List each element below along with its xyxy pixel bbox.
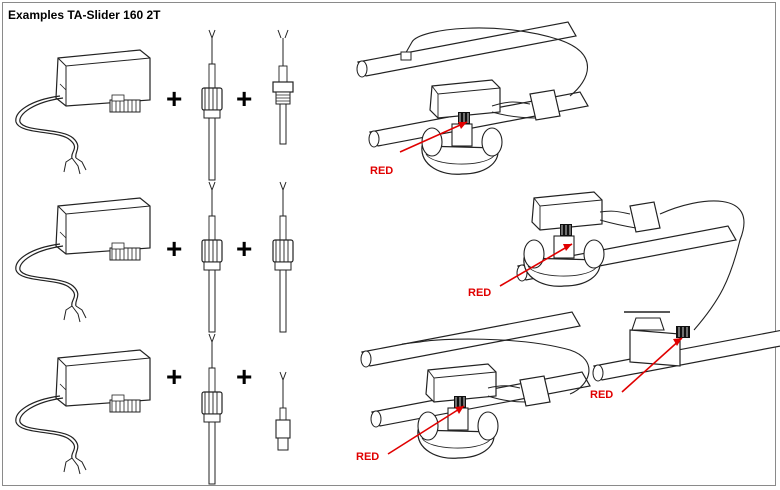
connection-cable xyxy=(487,385,527,403)
plus-sign: + xyxy=(166,233,182,264)
sensor-cable xyxy=(659,200,745,331)
red-callout-label: RED xyxy=(468,287,491,299)
actuator-illustration xyxy=(15,197,151,323)
cable-gland-sensor xyxy=(201,29,223,181)
red-arrowhead xyxy=(455,406,464,414)
diagram-title: Examples TA-Slider 160 2T xyxy=(8,8,161,22)
red-callout-label: RED xyxy=(590,389,613,401)
cable-gland-sensor xyxy=(201,181,223,333)
cable-gland-sensor xyxy=(201,333,223,485)
row-1: + + RED xyxy=(15,21,589,181)
plus-sign: + xyxy=(236,83,252,114)
red-arrowhead xyxy=(563,244,572,251)
threaded-cable-fitting xyxy=(272,29,294,145)
red-arrowhead xyxy=(458,122,467,129)
red-pointer xyxy=(621,337,683,393)
cable-connector xyxy=(275,371,291,451)
plus-sign: + xyxy=(236,233,252,264)
sensor-cable xyxy=(403,27,589,97)
connection-cable xyxy=(491,101,537,119)
plus-sign: + xyxy=(166,361,182,392)
row-3: + + RED xyxy=(15,311,591,485)
installation-example-1: RED xyxy=(356,21,589,177)
measuring-box xyxy=(529,89,561,121)
secondary-valve xyxy=(592,311,780,382)
red-arrowhead xyxy=(673,338,682,346)
pipe-sensor xyxy=(400,51,412,61)
plus-sign: + xyxy=(166,83,182,114)
row-2: + + RED RED xyxy=(15,181,780,401)
plus-sign: + xyxy=(236,361,252,392)
installation-example-2: RED RED xyxy=(468,191,780,401)
installation-example-3: RED xyxy=(356,311,591,463)
red-pointer xyxy=(387,405,465,455)
actuator-illustration xyxy=(15,349,151,475)
valve-with-actuator xyxy=(523,191,605,287)
actuator-illustration xyxy=(15,49,151,175)
connection-cable xyxy=(599,210,637,229)
red-callout-label: RED xyxy=(356,451,379,463)
cable-gland-sensor xyxy=(272,181,294,333)
pipe-upper xyxy=(356,21,577,78)
red-pointer xyxy=(399,121,468,153)
red-pointer xyxy=(499,243,573,287)
sensor-cable xyxy=(401,338,590,395)
red-callout-label: RED xyxy=(370,165,393,177)
